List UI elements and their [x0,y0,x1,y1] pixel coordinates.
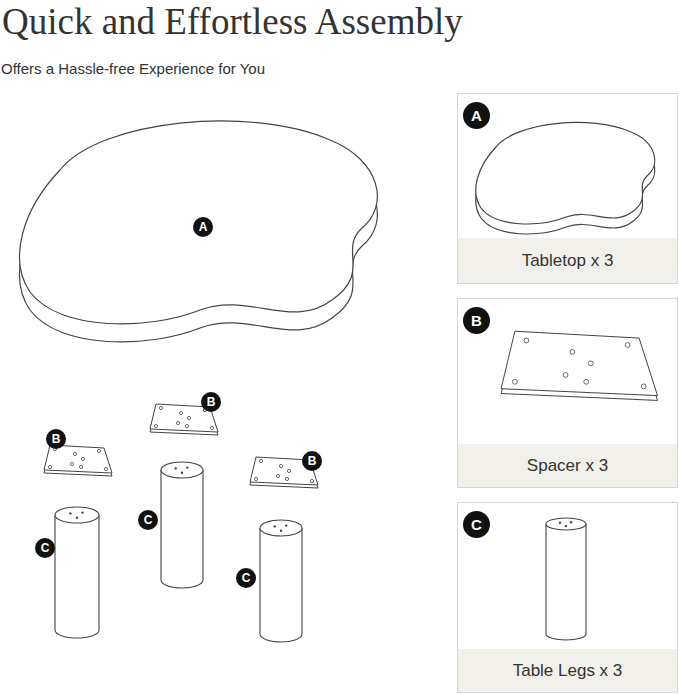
leg-hole [69,512,71,514]
screw-hole [254,477,257,480]
screw-hole [259,459,262,462]
leg-body [546,524,586,640]
screw-hole [48,465,51,468]
screw-hole [276,474,279,477]
screw-hole [187,416,190,419]
leg-hole [285,524,287,526]
screw-hole [159,406,162,409]
leg-top [260,520,302,536]
part-caption: Table Legs x 3 [507,661,629,681]
callout-letter: B [201,392,221,412]
leg-hole [175,467,177,469]
leg-hole [570,521,572,523]
leg-hole [81,511,83,513]
page-title: Quick and Effortless Assembly [2,0,463,43]
spacer-plate [501,331,657,395]
screw-hole [570,349,575,354]
part-panel: C Table Legs x 3 [457,502,678,693]
screw-hole [584,379,589,384]
spacer-plate [44,445,112,473]
screw-hole [563,372,568,377]
caption-band: Table Legs x 3 [458,649,677,692]
screw-hole [287,469,290,472]
screw-hole [104,467,107,470]
callout-letter: C [236,568,256,588]
screw-hole [279,464,282,467]
part-panel: B Spacer x 3 [457,298,678,488]
leg-hole [280,530,282,532]
leg-hole [186,466,188,468]
screw-hole [79,465,82,468]
callout-letter: C [35,538,55,558]
leg-hole [559,522,561,524]
tabletop-outline [20,121,378,324]
callout-letter: B [302,451,322,471]
callout-letter: B [46,429,66,449]
screw-hole [588,361,593,366]
leg-hole [565,525,567,527]
screw-hole [179,411,182,414]
leg-top [161,462,203,478]
screw-hole [81,457,84,460]
caption-band: Spacer x 3 [458,444,677,487]
callout-letter: C [138,510,158,530]
callout-letter: A [193,217,213,237]
leg-hole [274,525,276,527]
callout-letter: A [463,102,490,129]
leg-hole [181,472,183,474]
screw-hole [176,421,179,424]
screw-hole [512,379,517,384]
screw-hole [73,452,76,455]
screw-hole [185,424,188,427]
leg-top [55,507,99,523]
screw-hole [310,479,313,482]
callout-letter: C [463,511,490,538]
screw-hole [97,449,100,452]
tabletop-outline [476,122,655,223]
screw-hole [210,426,213,429]
screw-hole [524,338,529,343]
leg-hole [76,517,78,519]
screw-hole [70,462,73,465]
callout-letter: B [463,307,490,334]
leg-body [260,528,302,642]
leg-body [161,470,203,588]
caption-band: Tabletop x 3 [458,238,677,283]
part-panel: A Tabletop x 3 [457,93,678,284]
leg-top [546,518,586,530]
leg-body [55,515,99,638]
screw-hole [625,343,630,348]
screw-hole [285,477,288,480]
part-caption: Spacer x 3 [521,456,614,476]
screw-hole [641,384,646,389]
part-caption: Tabletop x 3 [516,251,620,271]
subtitle: Offers a Hassle-free Experience for You [1,60,265,77]
screw-hole [154,424,157,427]
